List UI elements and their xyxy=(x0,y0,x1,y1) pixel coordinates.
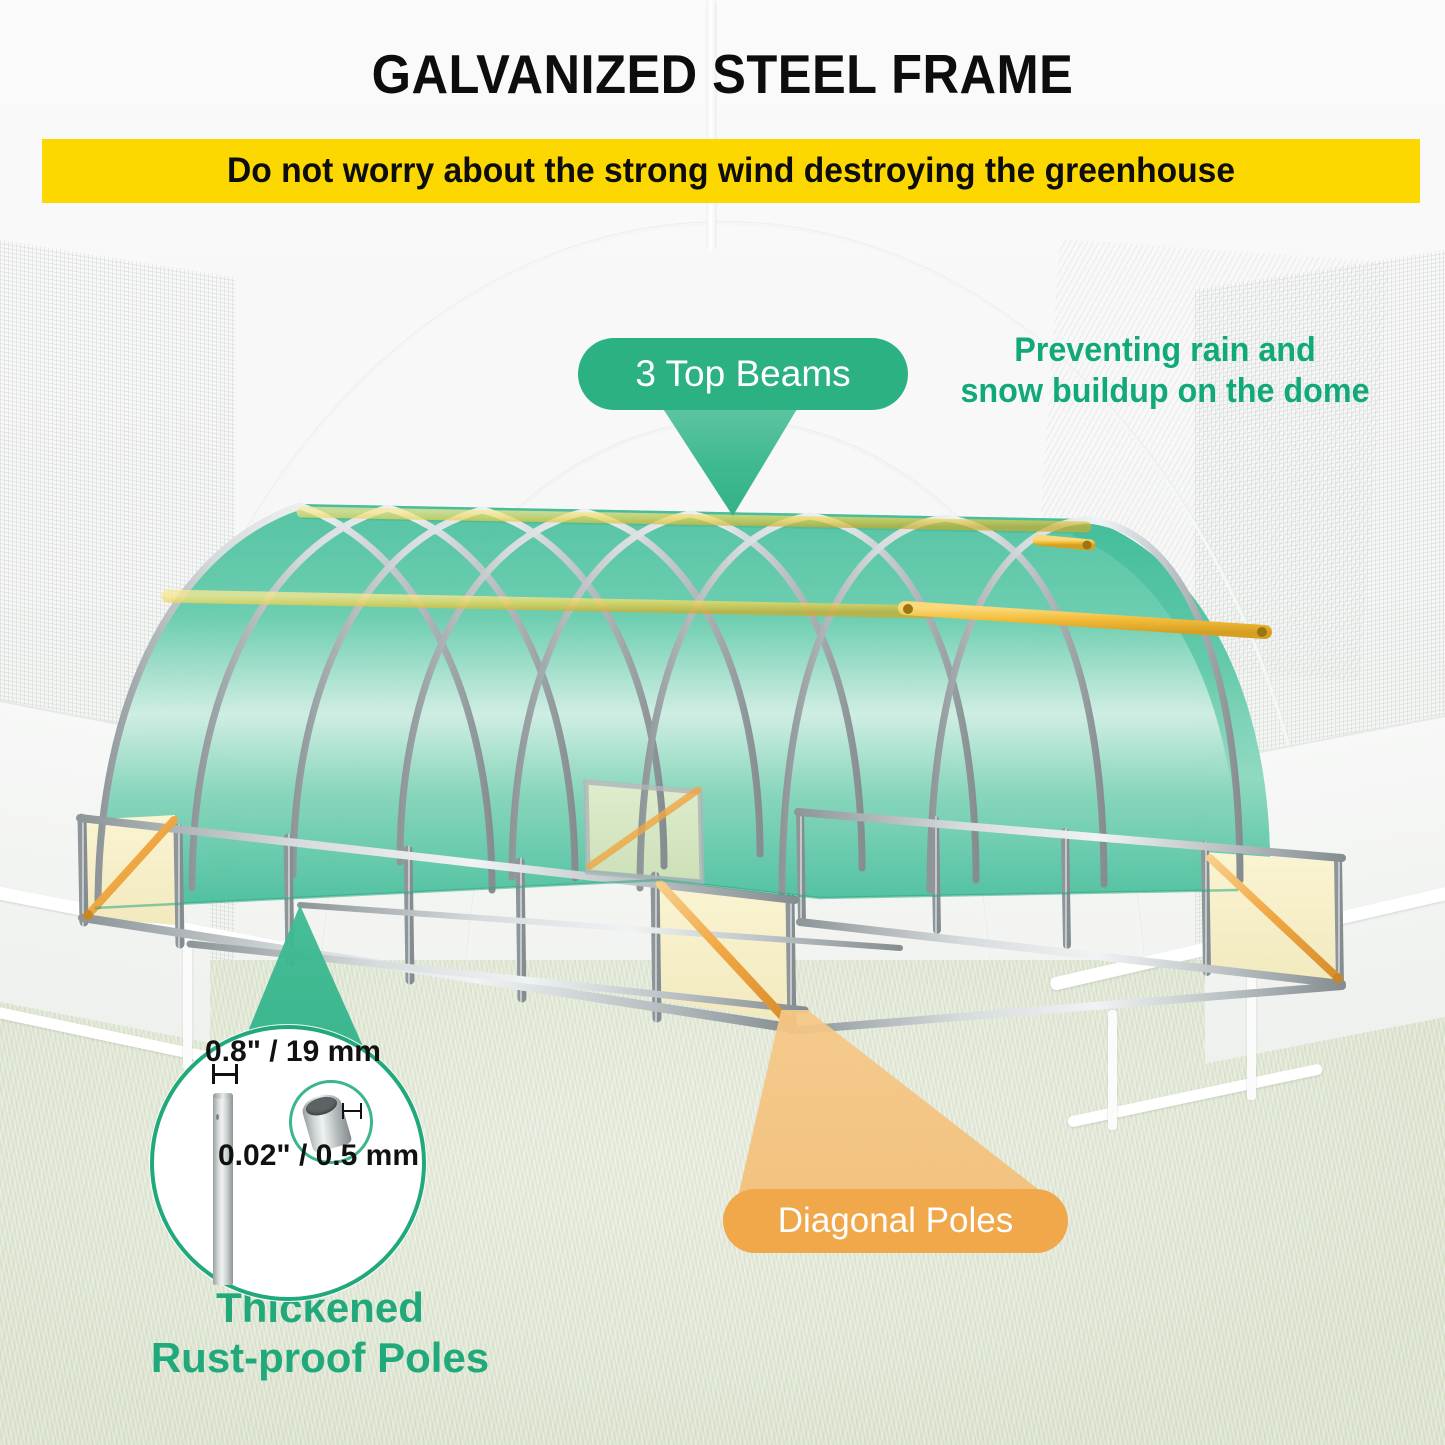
page-title: GALVANIZED STEEL FRAME xyxy=(371,43,1074,105)
note-rain-line2: snow buildup on the dome xyxy=(960,372,1370,411)
note-rain-line1: Preventing rain and xyxy=(1014,331,1316,369)
wall-panel-right xyxy=(1205,715,1445,1064)
note-poles-line2: Rust-proof Poles xyxy=(150,1333,490,1381)
callout-diagonal-poles: Diagonal Poles xyxy=(723,1189,1068,1253)
subtitle-banner-text: Do not worry about the strong wind destr… xyxy=(226,151,1236,190)
tube-hole-mark xyxy=(216,1114,219,1120)
subtitle-banner: Do not worry about the strong wind destr… xyxy=(42,139,1420,203)
tube-cross-section-circle xyxy=(289,1080,373,1164)
note-rust-proof-poles: Thickened Rust-proof Poles xyxy=(110,1283,530,1382)
pole-detail-circle xyxy=(150,1025,426,1301)
wall-thickness-caliper-icon xyxy=(342,1103,362,1119)
callout-diagonal-poles-label: Diagonal Poles xyxy=(777,1201,1014,1240)
pole-wall-thickness-label: 0.02" / 0.5 mm xyxy=(218,1139,420,1172)
background-post-right xyxy=(1247,950,1256,1100)
pole-diameter-label: 0.8" / 19 mm xyxy=(205,1035,381,1068)
background-post-left xyxy=(183,930,192,1070)
callout-top-beams-label: 3 Top Beams xyxy=(635,353,851,394)
diameter-caliper-icon xyxy=(212,1064,238,1084)
note-rain-snow: Preventing rain and snow buildup on the … xyxy=(918,330,1412,413)
callout-top-beams: 3 Top Beams xyxy=(578,338,908,410)
wall-panel-left xyxy=(0,700,210,1043)
background-vertical-pole xyxy=(706,0,717,250)
steel-tube-illustration xyxy=(213,1093,233,1285)
background-post-right-2 xyxy=(1108,1010,1117,1130)
